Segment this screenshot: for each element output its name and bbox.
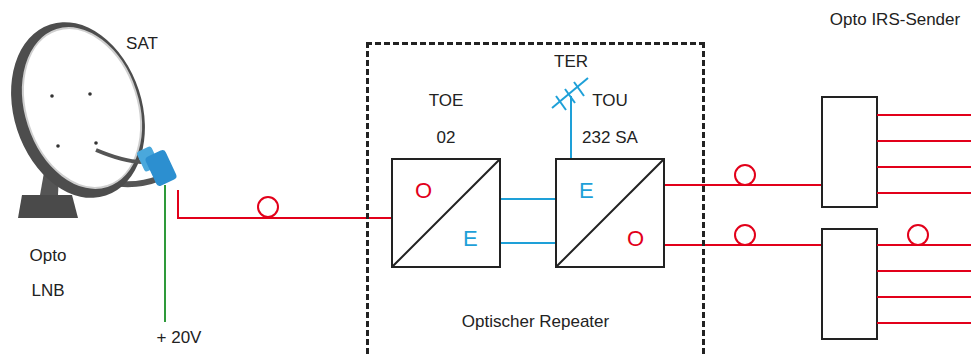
- converter-box: TOU 232 SAEO: [555, 158, 665, 268]
- port-letter: E: [463, 228, 478, 250]
- fiber-line: [178, 190, 391, 218]
- electrical-link: [501, 198, 555, 200]
- group-title: Optischer Repeater: [369, 313, 702, 330]
- device-name: TOU 232 SA: [578, 82, 642, 156]
- lnb-label: Opto LNB: [18, 238, 78, 308]
- antenna-label: TER: [548, 44, 594, 79]
- port-letter: O: [627, 228, 644, 250]
- port-letter: E: [579, 180, 594, 202]
- sender-label: Opto IRS-Sender: [820, 2, 970, 37]
- sat-dish: [0, 5, 167, 218]
- irs-sender: [822, 97, 971, 339]
- voltage-label: + 20V: [148, 320, 210, 354]
- dish-label: SAT: [122, 26, 162, 61]
- diagonal-line: [393, 160, 499, 266]
- repeater-group: Optischer Repeater TOE 02 O E TOU 232 SA E O: [366, 42, 705, 354]
- diagonal-line: [557, 160, 663, 266]
- power-wire: [164, 185, 166, 322]
- electrical-link: [501, 242, 555, 244]
- device-name: TOE 02: [421, 82, 471, 156]
- port-letter: O: [415, 180, 432, 202]
- fiber-outputs: [665, 165, 822, 245]
- converter-box: TOE 02OE: [391, 158, 501, 268]
- opto-lnb: [136, 146, 178, 188]
- fiber-loop: [258, 197, 278, 217]
